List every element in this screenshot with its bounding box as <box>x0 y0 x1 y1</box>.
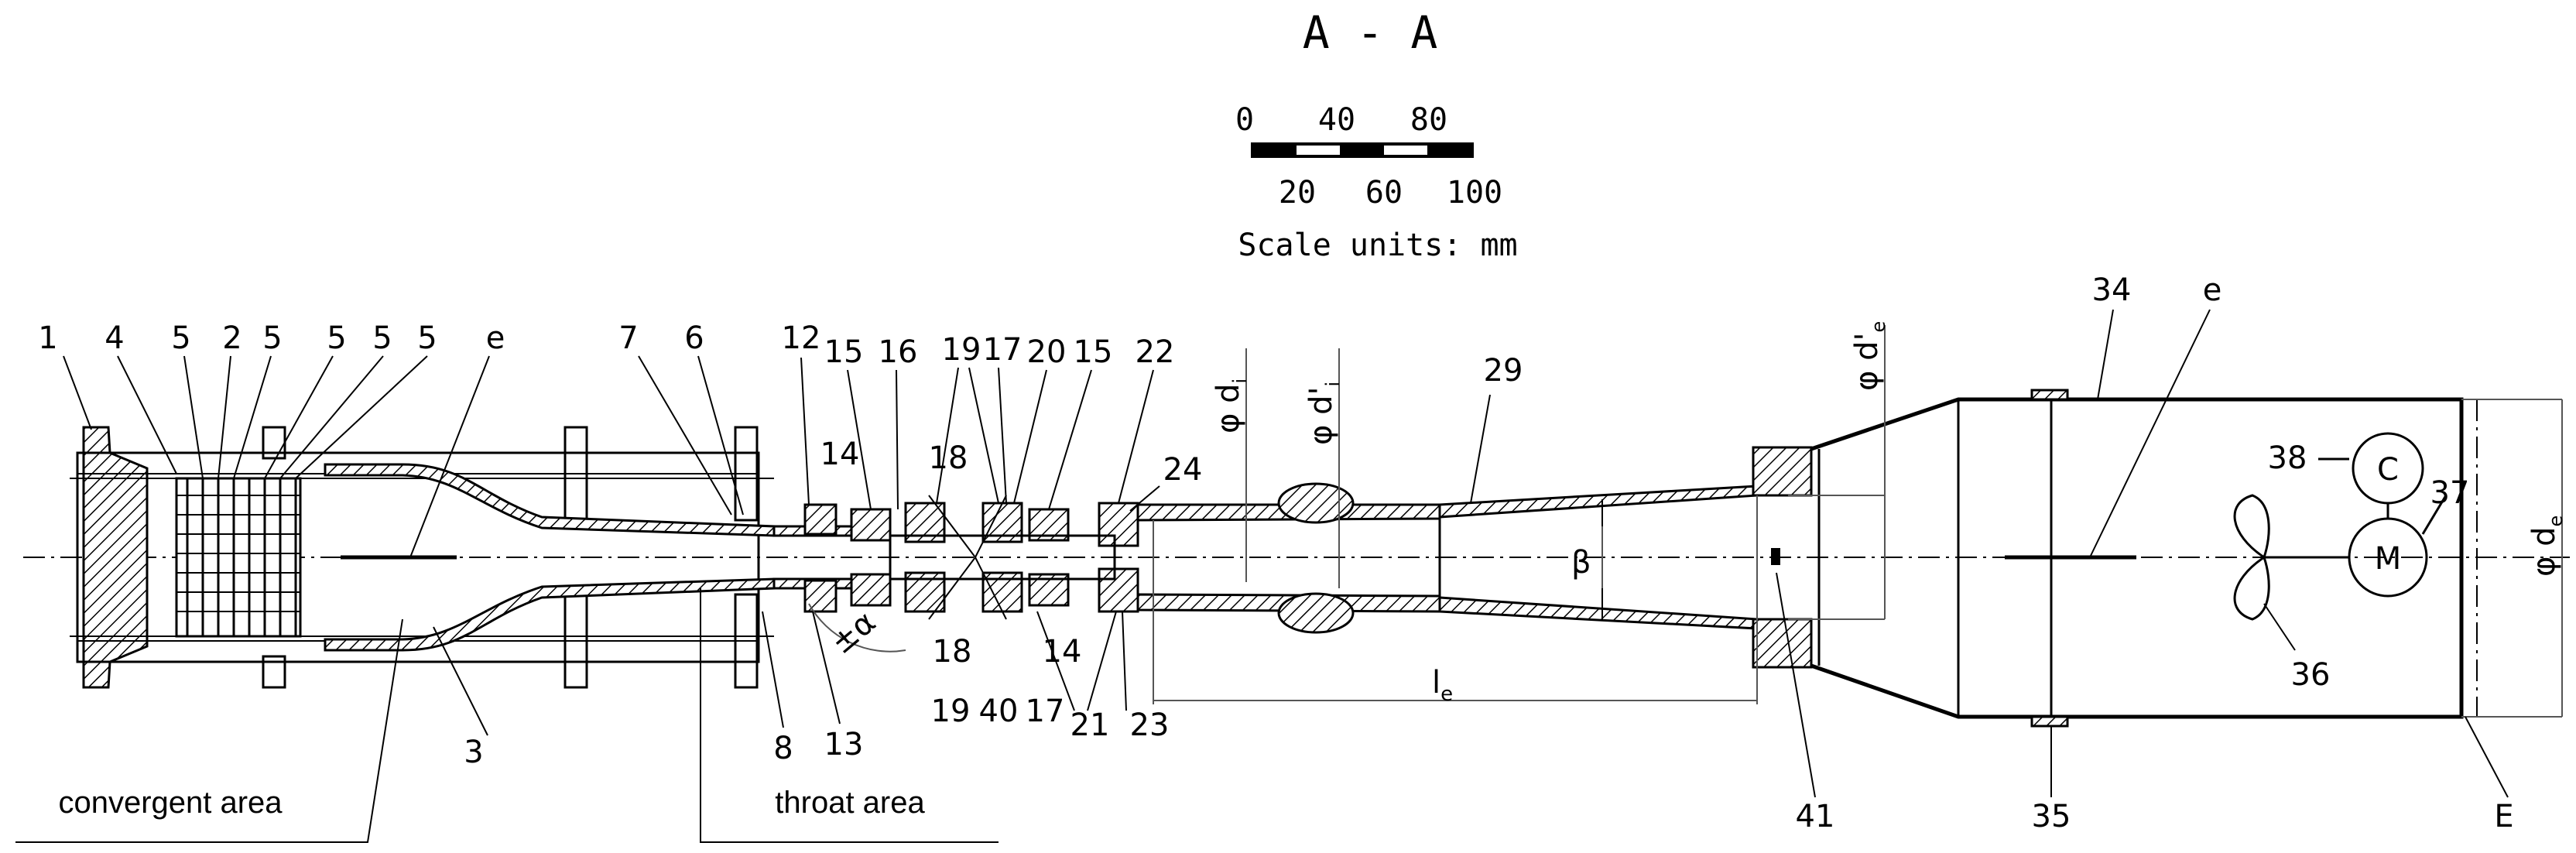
scale-label-20: 20 <box>1279 175 1316 211</box>
probe-label-e: e <box>486 320 505 356</box>
part-label-5: 5 <box>171 320 190 356</box>
part-label-18: 18 <box>933 634 972 670</box>
part-label-13: 13 <box>824 727 864 762</box>
part-label-5: 5 <box>327 320 346 356</box>
scale-label-0: 0 <box>1235 102 1254 138</box>
dimension-lines <box>1153 325 2563 718</box>
part-label-19: 19 <box>942 332 981 368</box>
part-label-1: 1 <box>38 320 57 356</box>
scale-label-100: 100 <box>1447 175 1502 211</box>
dim-di: φ di <box>1211 379 1251 433</box>
part-label-15: 15 <box>1074 334 1113 370</box>
part-label-14: 14 <box>820 437 860 472</box>
part-label-18: 18 <box>929 440 968 476</box>
part-label-5: 5 <box>372 320 392 356</box>
part-label-24: 24 <box>1163 452 1203 488</box>
throat-section <box>772 495 1139 653</box>
part-label-40: 40 <box>979 694 1019 729</box>
dim-de: φ de <box>2526 516 2567 577</box>
part-label-21: 21 <box>1070 707 1110 743</box>
part-label-12: 12 <box>782 320 821 356</box>
part-label-22: 22 <box>1136 334 1175 370</box>
scale-units: Scale units: mm <box>1238 228 1517 263</box>
part-label-17: 17 <box>1026 694 1065 729</box>
dim-beta: β <box>1571 545 1591 581</box>
part-label-19: 19 <box>931 694 971 729</box>
flow-straightener-screens <box>175 477 302 638</box>
part-label-14: 14 <box>1043 634 1082 670</box>
motor-label-m: M <box>2375 541 2402 577</box>
part-label-15: 15 <box>824 334 864 370</box>
throat-area-label: throat area <box>775 786 925 820</box>
dim-dpi: φ d'i <box>1303 382 1344 445</box>
leader-lines <box>15 309 2509 843</box>
scale-label-40: 40 <box>1318 102 1355 138</box>
part-label-36: 36 <box>2291 657 2331 693</box>
part-label-8: 8 <box>773 731 793 766</box>
dim-alpha: ±α <box>824 605 882 662</box>
part-label-E: E <box>2494 799 2513 834</box>
fan-blades <box>2233 494 2270 621</box>
part-label-5: 5 <box>417 320 437 356</box>
part-labels: 1 4 5 2 5 5 5 5 e 7 6 12 15 16 19 17 20 … <box>38 272 2513 834</box>
fan-chamber: C M <box>1810 389 2478 728</box>
part-label-37: 37 <box>2430 475 2470 511</box>
dim-le: le <box>1432 665 1453 706</box>
motor-label-c: C <box>2377 452 2399 488</box>
probe-label-e: e <box>2203 272 2222 308</box>
part-label-3: 3 <box>464 735 483 770</box>
part-label-16: 16 <box>879 334 918 370</box>
part-label-2: 2 <box>222 320 242 356</box>
part-label-29: 29 <box>1484 353 1523 389</box>
part-label-17: 17 <box>983 332 1023 368</box>
part-label-5: 5 <box>262 320 282 356</box>
dim-dpe: φ d'e <box>1849 321 1889 391</box>
part-label-34: 34 <box>2092 272 2132 308</box>
scale-bar: 0 40 80 20 60 100 Scale units: mm <box>1235 102 1518 263</box>
scale-label-80: 80 <box>1410 102 1447 138</box>
part-label-4: 4 <box>104 320 124 356</box>
part-label-20: 20 <box>1027 334 1067 370</box>
section-title: A - A <box>1303 6 1438 59</box>
scale-label-60: 60 <box>1365 175 1403 211</box>
part-label-41: 41 <box>1796 799 1835 834</box>
part-label-23: 23 <box>1130 707 1170 743</box>
convergent-area-label: convergent area <box>58 786 283 820</box>
part-label-35: 35 <box>2032 799 2071 834</box>
part-label-7: 7 <box>618 320 638 356</box>
part-label-38: 38 <box>2268 440 2307 476</box>
part-label-6: 6 <box>684 320 704 356</box>
diffuser-section <box>1136 446 1813 669</box>
